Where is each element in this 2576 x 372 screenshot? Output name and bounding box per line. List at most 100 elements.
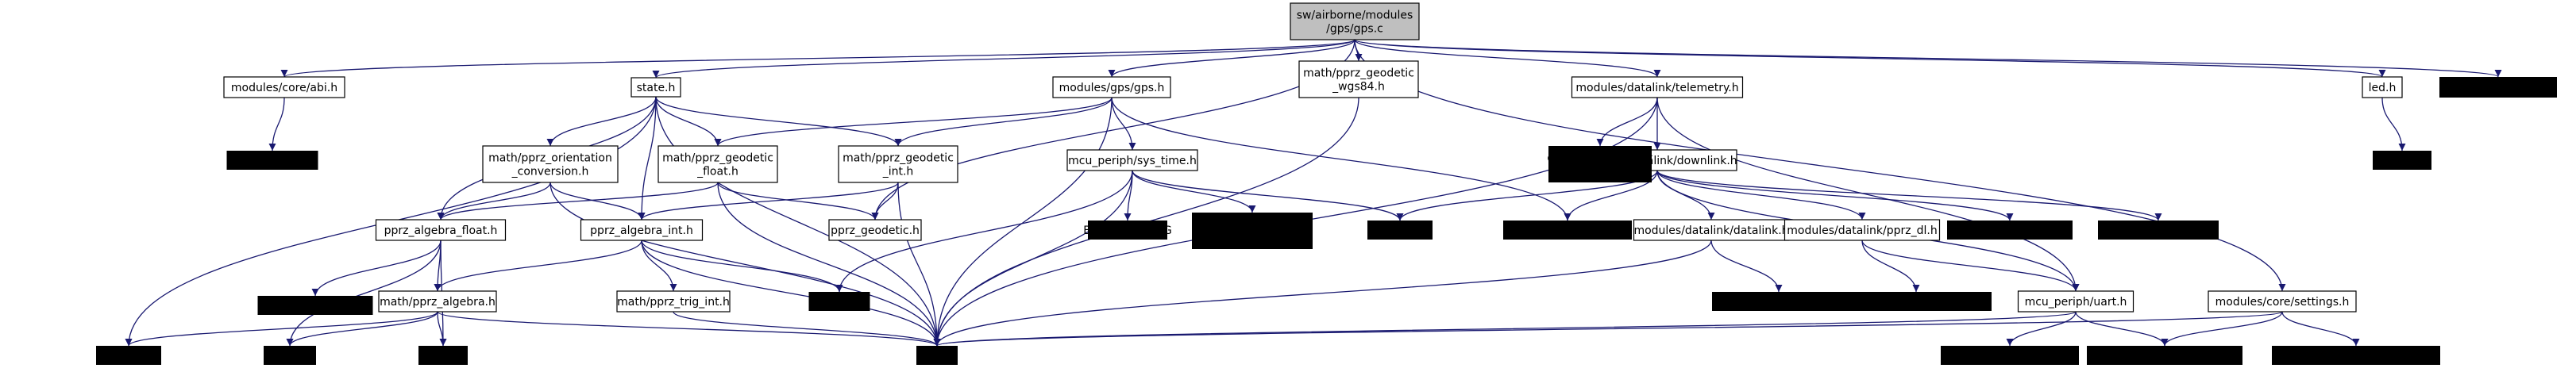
node-layer: sw/airborne/modules/gps/gps.c modules/cor…	[96, 2, 2557, 365]
graph-node-pprz-dl[interactable]: modules/datalink/pprz_dl.h	[1784, 219, 1941, 241]
node-label: pprzlink/pprzlink_device.h	[2092, 350, 2237, 362]
graph-node-dl-protocol: pprzlink/dl_protocol.h	[1712, 292, 1845, 311]
graph-node-string: string.h	[96, 346, 161, 365]
edge-state-to-geo-float	[655, 96, 722, 147]
node-label: string.h	[107, 350, 150, 362]
edge-uart-to-std	[934, 311, 2077, 347]
graph-node-alg-int[interactable]: pprz_algebra_int.h	[580, 219, 704, 241]
node-box	[96, 346, 161, 365]
edge-downlink-to-messages	[1656, 170, 2014, 221]
graph-node-trig[interactable]: math/pprz_trig_int.h	[616, 290, 731, 313]
edge-orient-to-alg-int	[550, 182, 646, 221]
graph-node-uart[interactable]: mcu_periph/uart.h	[2017, 290, 2134, 313]
graph-node-pl-transport: pprzlink/pprzlink_transport.h	[2272, 346, 2440, 365]
edge-alg-int-to-stdlib	[641, 240, 843, 293]
graph-node-device: pprzlink/pprzlink_device.h	[2087, 346, 2242, 365]
edge-pprz-dl-to-uart	[1861, 240, 2080, 292]
edge-alg-to-float	[286, 311, 438, 347]
graph-node-core-settings[interactable]: modules/core/settings.h	[2208, 290, 2357, 313]
node-box	[631, 77, 681, 98]
edge-orient-to-std	[550, 182, 941, 347]
node-box	[1088, 221, 1167, 240]
graph-node-gen-settings: generated/settings.h	[2439, 77, 2557, 98]
node-box	[1503, 221, 1632, 240]
graph-node-alg-float[interactable]: pprz_algebra_float.h	[375, 219, 507, 241]
edge-pprz-dl-to-pprz-transport	[1861, 240, 1920, 293]
graph-node-sys-time[interactable]: mcu_periph/sys_time.h	[1066, 149, 1198, 171]
edge-core-settings-to-std	[934, 311, 2283, 347]
graph-node-gen-modules: generated/modules.h	[2098, 221, 2219, 240]
node-label: led.h	[2369, 82, 2397, 94]
graph-node-pprz-transport: pprzlink/pprz_transport.h	[1841, 292, 1992, 311]
edge-downlink-to-gen-modules	[1656, 170, 2162, 221]
node-box	[2208, 290, 2357, 313]
graph-node-gps-c[interactable]: sw/airborne/modules/gps/gps.c	[1290, 2, 1420, 40]
node-box	[1712, 292, 1845, 311]
graph-node-inttypes: inttypes.h	[1367, 221, 1433, 240]
graph-node-alg[interactable]: math/pprz_algebra.h	[378, 290, 497, 313]
edge-downlink-to-pprz-dl	[1656, 170, 1866, 221]
graph-node-msg-pragmas: message_pragmas.h	[257, 296, 373, 315]
node-label: math/pprz_geodetic	[662, 152, 773, 165]
graph-node-led[interactable]: led.h	[2362, 76, 2403, 98]
node-label: _wgs84.h	[1332, 81, 1385, 94]
graph-node-abi[interactable]: modules/core/abi.h	[223, 76, 345, 98]
graph-node-orient[interactable]: math/pprz_orientation_conversion.h	[482, 145, 619, 183]
graph-node-gps-h[interactable]: modules/gps/gps.h	[1052, 76, 1171, 98]
graph-node-math: math.h	[418, 346, 468, 365]
graph-node-datalink[interactable]: modules/datalink/datalink.h	[1633, 219, 1790, 241]
node-box	[838, 145, 958, 183]
node-box	[1192, 213, 1313, 249]
edge-gps-h-to-geo-int	[894, 97, 1113, 147]
edge-core-settings-to-pl-transport	[2281, 311, 2360, 347]
graph-node-board-config: BOARD_CONFIG	[1083, 221, 1172, 240]
node-label: message_pragmas.h	[258, 300, 373, 313]
edge-gps-c-to-gen-settings	[1354, 39, 2501, 78]
node-box	[226, 151, 318, 170]
node-box	[2439, 77, 2557, 98]
graph-node-state[interactable]: state.h	[631, 77, 681, 98]
node-label: generated/airframe.h	[1508, 224, 1627, 237]
node-box	[482, 145, 619, 183]
graph-node-geo-wgs84[interactable]: math/pprz_geodetic_wgs84.h	[1298, 60, 1419, 98]
edge-gps-h-to-airframe	[1111, 97, 1571, 221]
edge-state-to-geo-int	[655, 96, 902, 147]
node-label: pprzlink/pprz_transport.h	[1846, 296, 1986, 309]
edge-datalink-to-dl-protocol	[1710, 240, 1783, 293]
node-box	[1941, 346, 2079, 365]
node-box	[1841, 292, 1992, 311]
node-box	[580, 219, 704, 241]
node-label: pprz_geodetic.h	[831, 224, 920, 237]
node-label: math/pprz_algebra.h	[380, 296, 496, 309]
graph-node-messages: pprzlink/messages.h	[1947, 221, 2073, 240]
node-label: modules/core/settings.h	[2215, 296, 2350, 309]
edge-layer	[125, 39, 2501, 347]
node-label: modules/gps/gps.h	[1059, 82, 1165, 94]
node-label: std.h	[924, 350, 951, 362]
edge-alg-to-string	[125, 311, 438, 347]
node-label: BOARD_CONFIG	[1083, 224, 1172, 237]
edge-geo-int-to-std	[897, 182, 941, 347]
node-box	[1066, 149, 1198, 171]
graph-node-geo-float[interactable]: math/pprz_geodetic_float.h	[657, 145, 778, 183]
node-box	[418, 346, 468, 365]
edge-telemetry-to-periodic	[1596, 97, 1658, 147]
edge-alg-to-std	[437, 311, 941, 347]
graph-node-pprz-geodetic[interactable]: pprz_geodetic.h	[828, 219, 922, 241]
node-box	[264, 346, 316, 365]
node-label: mcu_periph/sys_time	[1194, 219, 1311, 232]
edge-uart-to-device	[2075, 311, 2169, 347]
graph-node-geo-int[interactable]: math/pprz_geodetic_int.h	[838, 145, 958, 183]
node-box	[223, 76, 345, 98]
graph-node-telemetry[interactable]: modules/datalink/telemetry.h	[1571, 76, 1744, 98]
node-label: _int.h	[882, 166, 914, 178]
node-label: math.h	[423, 350, 463, 362]
node-label: _conversion.h	[511, 166, 589, 178]
edge-alg-int-to-trig	[641, 240, 677, 292]
node-label: pprzlink/messages.h	[1953, 224, 2067, 237]
graph-node-stdlib: stdlib.h	[808, 292, 870, 311]
node-label: modules/datalink/datalink.h	[1633, 224, 1788, 237]
edge-abi-to-abi-msgs	[268, 97, 285, 151]
node-label: math/pprz_trig_int.h	[617, 296, 730, 309]
graph-node-airframe: generated/airframe.h	[1503, 221, 1632, 240]
